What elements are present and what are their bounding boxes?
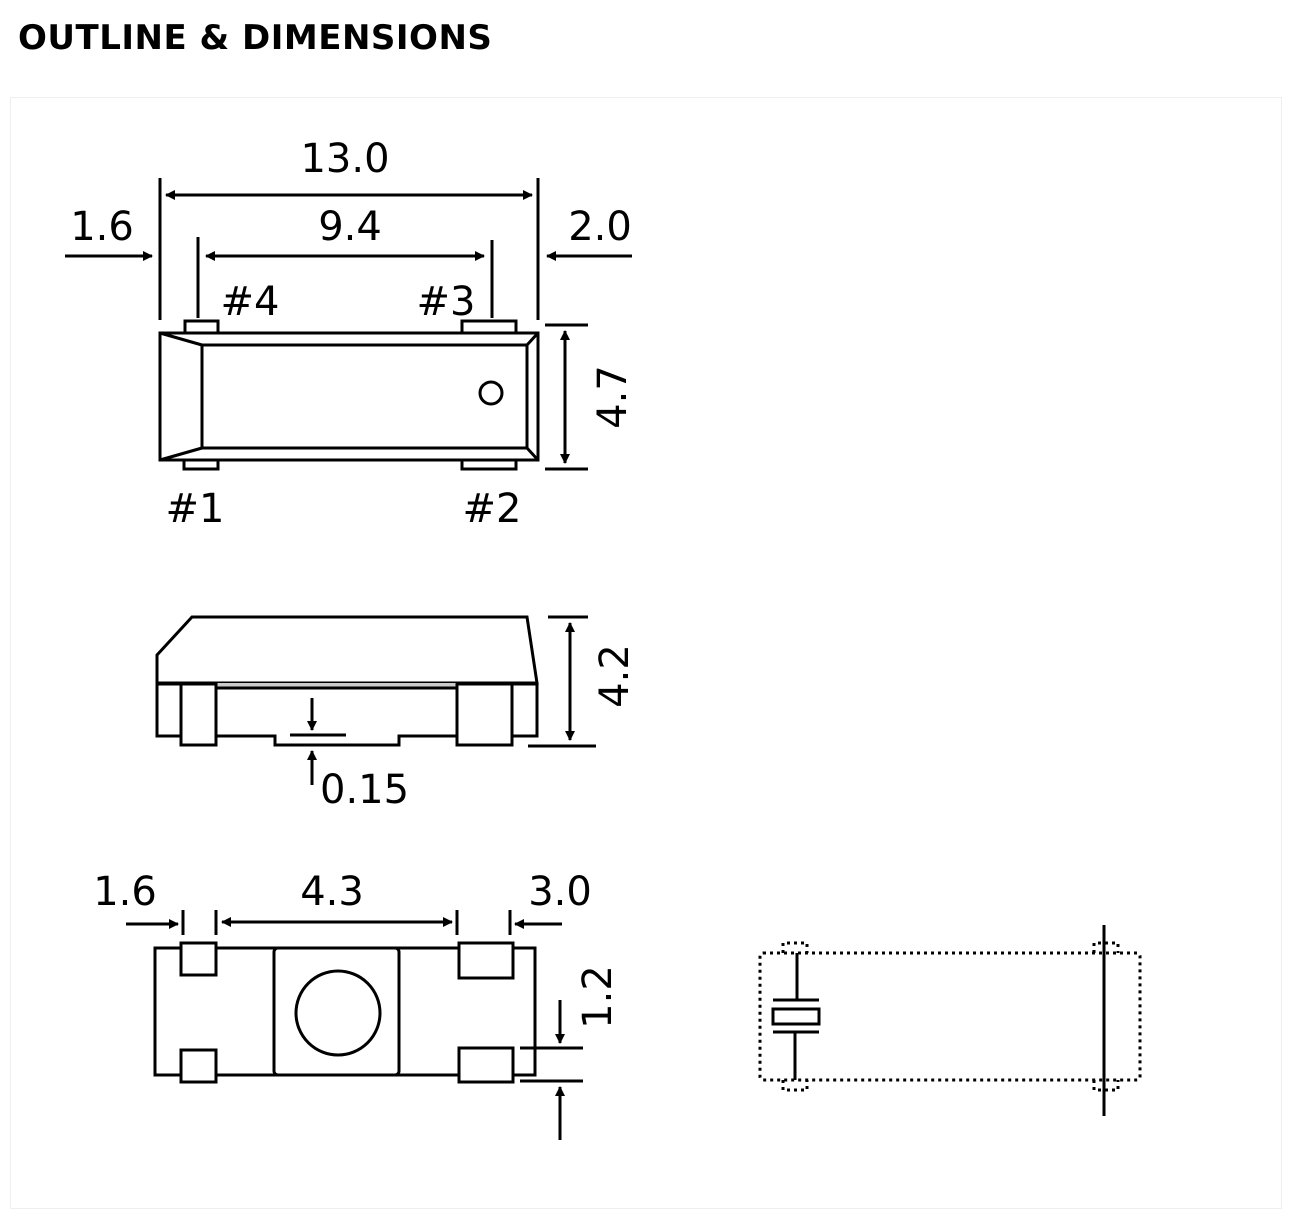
bevel-lines bbox=[159, 331, 540, 462]
pad-outlines-dotted bbox=[781, 941, 1120, 1092]
center-circle bbox=[294, 969, 382, 1057]
dim-left-pad: 1.6 bbox=[93, 869, 157, 915]
terminal bbox=[155, 682, 183, 738]
dim-pad-pitch: 9.4 bbox=[318, 204, 382, 250]
dim-standoff: 0.15 bbox=[320, 767, 409, 813]
dim-width: 4.7 bbox=[590, 365, 636, 429]
dim-right-offset: 2.0 bbox=[568, 204, 632, 250]
pin-2-label: #2 bbox=[463, 486, 522, 532]
pad bbox=[183, 319, 220, 335]
dim-pad-gap: 4.3 bbox=[300, 869, 364, 915]
pad bbox=[179, 1048, 218, 1084]
dim-overall-length: 13.0 bbox=[300, 136, 389, 182]
center-seal bbox=[272, 946, 401, 1077]
crystal-icon bbox=[771, 1007, 821, 1026]
base-outline bbox=[216, 734, 457, 747]
package-outline-dotted bbox=[758, 951, 1142, 1082]
pin-4-label: #4 bbox=[221, 279, 280, 325]
side-view: 0.15 4.2 bbox=[155, 615, 638, 813]
body-outline bbox=[158, 331, 540, 462]
page-title: OUTLINE & DIMENSIONS bbox=[18, 18, 493, 58]
bottom-view: 1.6 4.3 3.0 1.2 bbox=[93, 869, 621, 1140]
extension-lines bbox=[181, 910, 512, 935]
top-view: 13.0 9.4 1.6 2.0 #4 #3 #1 #2 4.7 bbox=[65, 136, 636, 532]
dim-right-pad: 3.0 bbox=[528, 869, 592, 915]
dim-left-offset: 1.6 bbox=[70, 204, 134, 250]
dim-pad-height: 1.2 bbox=[575, 965, 621, 1029]
pad bbox=[179, 941, 218, 977]
body-top-face bbox=[200, 343, 529, 450]
pad bbox=[457, 1046, 515, 1084]
terminal bbox=[510, 682, 539, 738]
terminal bbox=[455, 682, 514, 747]
body-side bbox=[155, 615, 539, 685]
terminal bbox=[179, 682, 218, 747]
drawing-panel bbox=[10, 97, 1282, 1209]
pin1-marker-icon bbox=[478, 380, 504, 406]
pin-1-label: #1 bbox=[166, 486, 225, 532]
pad bbox=[460, 319, 518, 335]
dim-height: 4.2 bbox=[592, 644, 638, 708]
pad bbox=[457, 941, 515, 980]
pin-3-label: #3 bbox=[417, 279, 476, 325]
seal-band bbox=[157, 683, 537, 688]
crystal-schematic bbox=[758, 925, 1142, 1116]
